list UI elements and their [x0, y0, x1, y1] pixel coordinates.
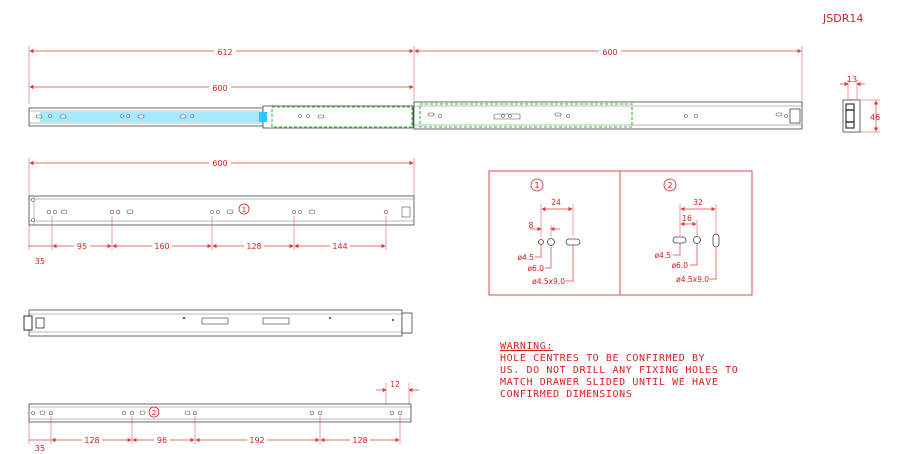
side2-dim-3: 192 [249, 436, 264, 445]
marker-circle-1 [238, 203, 250, 215]
warning-line-4: CONFIRMED DIMENSIONS [500, 389, 632, 400]
side2-dim-0: 35 [35, 444, 45, 453]
top-view: 612 600 600 [28, 45, 803, 130]
detail1-hole-2: ø4.5x9.0 [532, 277, 565, 286]
warning-line-3: MATCH DRAWER SLIDED UNTIL WE HAVE [500, 377, 718, 388]
cyan-highlight [40, 112, 265, 122]
detail1-hole-1: ø6.0 [527, 264, 544, 273]
side2-marker: 2 [152, 409, 156, 417]
detail2-hole-1: ø6.0 [671, 261, 688, 270]
detail2-marker: 2 [667, 181, 672, 190]
side2-dim-1: 128 [84, 436, 99, 445]
detail1-dim-b: 8 [529, 221, 534, 230]
end-view: 13 46 [840, 75, 880, 133]
marker-circle-2 [148, 406, 160, 418]
detail2-marker-circle [663, 178, 677, 192]
side1-dim-4: 144 [332, 242, 347, 251]
side1-dim-1: 95 [77, 242, 87, 251]
detail1-hole-0: ø4.5 [517, 253, 534, 262]
side2-dim-2: 96 [157, 436, 167, 445]
side1-dim-2: 160 [154, 242, 169, 251]
latch [789, 108, 801, 124]
side-view-middle [23, 309, 413, 337]
detail1-dim-a: 24 [551, 198, 561, 207]
warning-title: WARNING: [500, 341, 553, 352]
side-view-2: 12 2 [28, 380, 419, 453]
side-view-1: 600 1 [28, 157, 415, 266]
ball-cage-right [419, 103, 633, 128]
detail2-hole-0: ø4.5 [654, 251, 671, 260]
warning-note: WARNING: HOLE CENTRES TO BE CONFIRMED BY… [500, 341, 738, 400]
warning-line-1: HOLE CENTRES TO BE CONFIRMED BY [500, 353, 705, 364]
dim-600-closed-label: 600 [212, 84, 227, 93]
side1-rail [28, 195, 415, 226]
side2-rail [28, 403, 412, 423]
dim-612-label: 612 [217, 48, 232, 57]
warning-line-2: US. DO NOT DRILL ANY FIXING HOLES TO [500, 365, 738, 376]
side1-dim-3: 128 [246, 242, 261, 251]
detail2-dim-a: 32 [693, 198, 703, 207]
side1-length-label: 600 [212, 159, 227, 168]
side2-end-dim: 12 [390, 380, 400, 389]
end-view-width-label: 13 [847, 75, 857, 84]
middle-rail [262, 105, 414, 129]
side1-marker: 1 [242, 206, 246, 214]
detail1-marker-circle [530, 178, 544, 192]
detail2-hole-2: ø4.5x9.0 [676, 275, 709, 284]
detail2-dim-b: 16 [682, 214, 692, 223]
side1-dim-0: 35 [35, 257, 45, 266]
end-view-height-label: 46 [870, 113, 880, 122]
detail1-marker: 1 [534, 181, 539, 190]
side2-dim-4: 128 [352, 436, 367, 445]
stop-block [259, 112, 267, 122]
ball-cage-left [271, 106, 413, 128]
dim-600-extension-label: 600 [602, 48, 617, 57]
end-profile [842, 99, 861, 133]
drawing-code: JSDR14 [822, 12, 863, 25]
hole-detail-panel: 1 24 8 ø4.5 ø6.0 ø4.5x9.0 2 32 16 ø4.5 [488, 170, 753, 296]
inner-rail [413, 101, 803, 130]
